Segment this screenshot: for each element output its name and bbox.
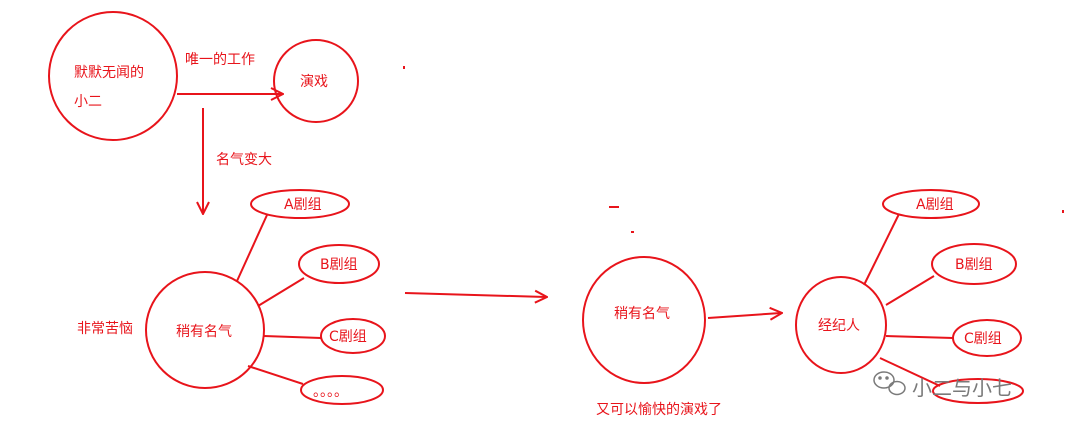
stray-mark xyxy=(403,66,405,69)
famous-right-node xyxy=(582,256,706,384)
stray-mark xyxy=(631,231,634,233)
crew-more-left-node xyxy=(300,375,384,405)
note-distressed: 非常苦恼 xyxy=(77,321,133,337)
nobody-node xyxy=(48,11,178,141)
crew-b-right-node xyxy=(931,243,1017,285)
nobody-label-line1: 默默无闻的 xyxy=(74,65,144,81)
connector-crew-c-right xyxy=(885,335,954,339)
crew-b-right-label: B剧组 xyxy=(955,257,993,273)
connector-crew-a-right xyxy=(863,213,900,286)
crew-a-right-node xyxy=(882,189,980,219)
agent-label: 经纪人 xyxy=(818,318,860,334)
crew-b-left-label: B剧组 xyxy=(320,257,358,273)
note-happy-again: 又可以愉快的演戏了 xyxy=(596,402,722,418)
arrow-famous-to-agent xyxy=(707,313,781,318)
connector-crew-a-left xyxy=(236,214,268,282)
crew-a-right-label: A剧组 xyxy=(916,197,954,213)
crew-more-right-node xyxy=(932,378,1024,404)
stray-mark xyxy=(609,206,619,208)
crew-c-left-node xyxy=(320,318,386,354)
famous-left-label: 稍有名气 xyxy=(176,324,232,340)
acting-label: 演戏 xyxy=(300,74,328,90)
crew-b-left-node xyxy=(298,244,380,284)
nobody-label-line2: 小二 xyxy=(74,94,102,110)
edge-label-more-famous: 名气变大 xyxy=(216,152,272,168)
famous-right-label: 稍有名气 xyxy=(614,306,670,322)
crew-a-left-label: A剧组 xyxy=(284,197,322,213)
connector-crew-b-left xyxy=(257,277,305,307)
connector-crew-more-left xyxy=(247,365,304,385)
connector-crew-more-right xyxy=(879,357,941,387)
crew-a-left-node xyxy=(250,189,350,219)
famous-left-node xyxy=(145,271,265,389)
crew-more-left-label: 。。。。 xyxy=(313,384,348,400)
watermark-text: 小二与小七 xyxy=(912,376,1012,400)
acting-node xyxy=(273,39,359,123)
connector-crew-c-left xyxy=(263,335,322,339)
crew-c-right-label: C剧组 xyxy=(964,331,1002,347)
stray-mark xyxy=(1062,210,1064,213)
wechat-icon xyxy=(873,371,906,396)
connector-crew-b-right xyxy=(885,275,935,306)
arrow-left-to-right xyxy=(404,293,546,297)
edge-label-only-job: 唯一的工作 xyxy=(185,52,255,68)
crew-c-left-label: C剧组 xyxy=(329,329,367,345)
agent-node xyxy=(795,276,887,374)
